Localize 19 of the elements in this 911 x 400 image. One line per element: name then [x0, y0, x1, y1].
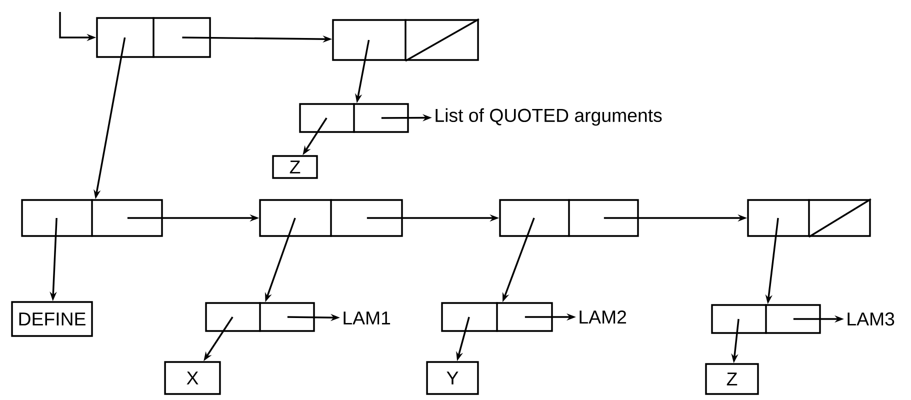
atom-box: DEFINE: [11, 301, 93, 337]
cons-cell: [747, 198, 872, 238]
atom-box: Y: [426, 361, 479, 395]
atom-box: X: [164, 361, 221, 395]
text-label: List of QUOTED arguments: [436, 108, 662, 126]
cons-cell: [499, 199, 639, 237]
text-label: LAM1: [344, 312, 390, 324]
cons-cell: [96, 17, 211, 58]
text-label: LAM3: [848, 312, 894, 326]
atom-box: Z: [705, 363, 759, 395]
cons-cell: [332, 18, 480, 62]
cons-cell: [259, 199, 403, 237]
atom-box: Z: [272, 155, 318, 179]
cons-cell: [205, 302, 315, 332]
cons-cell: [441, 302, 553, 332]
cons-cell: [21, 199, 163, 237]
cons-cell: [299, 103, 409, 133]
cons-cell: [711, 304, 821, 334]
text-label: LAM2: [580, 310, 626, 324]
